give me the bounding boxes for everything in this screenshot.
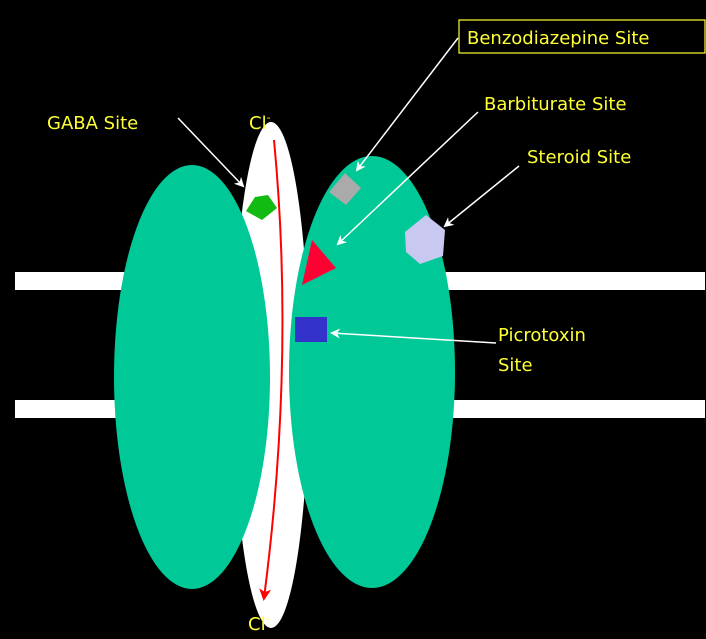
barbiturate-label: Barbiturate Site xyxy=(484,94,627,115)
chloride-ion-bottom-label: Cl- xyxy=(248,612,270,635)
steroid-label: Steroid Site xyxy=(527,147,631,168)
receptor-subunit-left xyxy=(114,165,270,589)
picrotoxin-label-line1: Picrotoxin xyxy=(498,325,586,346)
steroid-pointer xyxy=(445,166,519,226)
picrotoxin-site-shape xyxy=(295,317,327,342)
benzodiazepine-pointer xyxy=(357,38,458,170)
picrotoxin-label-line2: Site xyxy=(498,355,533,376)
benzodiazepine-label: Benzodiazepine Site xyxy=(467,28,649,49)
gaba-label: GABA Site xyxy=(47,113,138,134)
